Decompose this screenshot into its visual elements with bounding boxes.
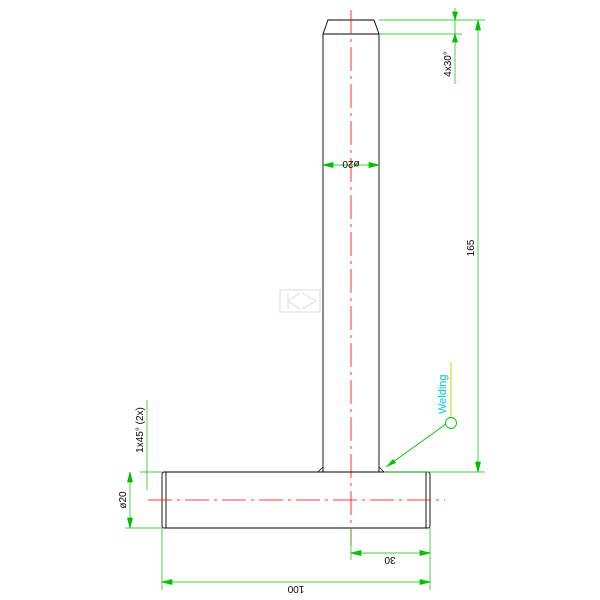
watermark-logo (279, 289, 321, 313)
weld-symbol-circle (445, 417, 457, 429)
welding-callout: Welding (385, 362, 457, 468)
weld-fillets (317, 466, 385, 473)
dimension-lines (125, 8, 485, 590)
dim-base-length: 100 (287, 583, 304, 594)
dim-base-diameter: ø20 (118, 491, 129, 509)
dim-total-height: 165 (466, 239, 477, 256)
weld-leader-arrow (386, 459, 396, 467)
dim-chamfer-top: 4x30° (443, 51, 454, 77)
weld-label: Welding (437, 374, 449, 414)
dim-base-chamfer: 1x45° (2x) (135, 407, 146, 453)
weld-leader-line (385, 423, 447, 468)
dim-offset: 30 (384, 554, 396, 565)
dim-pin-diameter: ø20 (342, 158, 360, 169)
